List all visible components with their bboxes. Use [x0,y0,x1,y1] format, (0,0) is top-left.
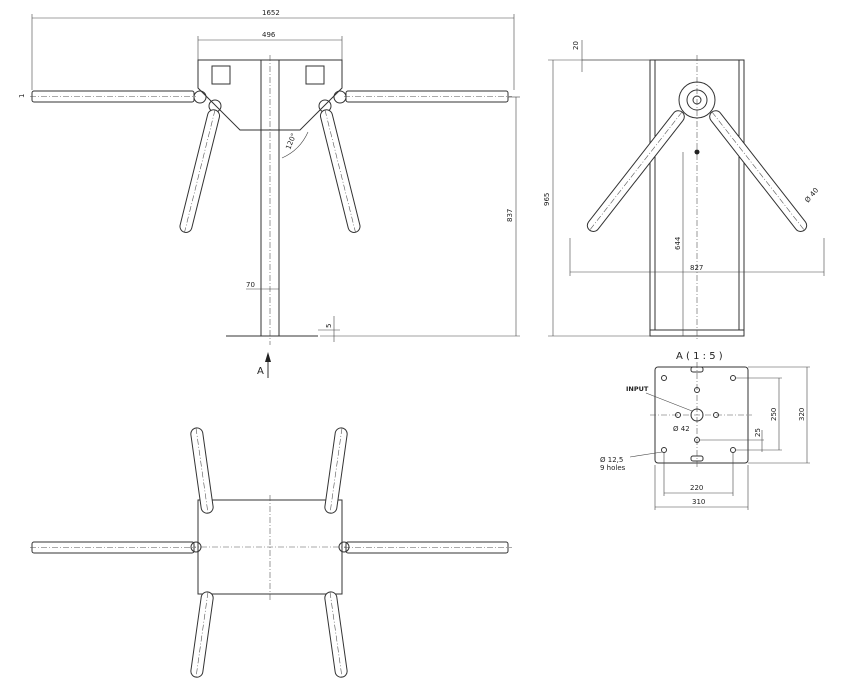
holes-count: 9 holes [600,464,626,472]
dim-side-top: 20 [572,41,580,50]
detail-a: A ( 1 : 5 ) INPUT Ø 42 Ø 12,5 9 holes 32… [600,351,810,510]
detail-title: A ( 1 : 5 ) [676,351,723,362]
dim-220: 220 [690,484,703,492]
dim-250: 250 [770,408,778,421]
turnstile-housing [197,59,343,131]
top-arm-upper-left [190,427,214,514]
front-view: 1652 496 [18,9,520,345]
dim-height: 837 [506,209,514,222]
top-arm-lower-left [190,591,214,678]
dim-top-width: 496 [262,31,276,39]
dim-total-width: 1652 [262,9,280,17]
housing-window-right [305,65,325,85]
input-label: INPUT [626,385,649,393]
top-view [30,427,512,678]
hole-dia: Ø 42 [673,425,690,433]
housing-window-left [211,65,231,85]
holes-dia: Ø 12,5 [600,456,623,464]
dim-side-height: 965 [543,193,551,206]
dim-25: 25 [754,428,762,437]
input-hole [690,408,704,422]
view-arrow-label: A [257,366,264,377]
side-hub [678,81,716,119]
dim-310: 310 [692,498,705,506]
dim-span: 827 [690,264,703,272]
top-arm-upper-right [324,427,348,514]
top-arm-lower-right [324,591,348,678]
dim-320: 320 [798,408,806,421]
dim-base: 5 [325,324,333,328]
dim-post: 70 [246,281,255,289]
view-arrow-a: A [257,352,271,378]
dim-inner-height: 644 [674,236,682,250]
dim-arm-dia: Ø 40 [803,186,820,204]
side-view: 20 965 644 827 Ø 40 [543,40,825,340]
dim-marker: 1 [18,94,26,98]
base-plate [654,366,749,464]
dim-angle: 120° [284,132,298,151]
